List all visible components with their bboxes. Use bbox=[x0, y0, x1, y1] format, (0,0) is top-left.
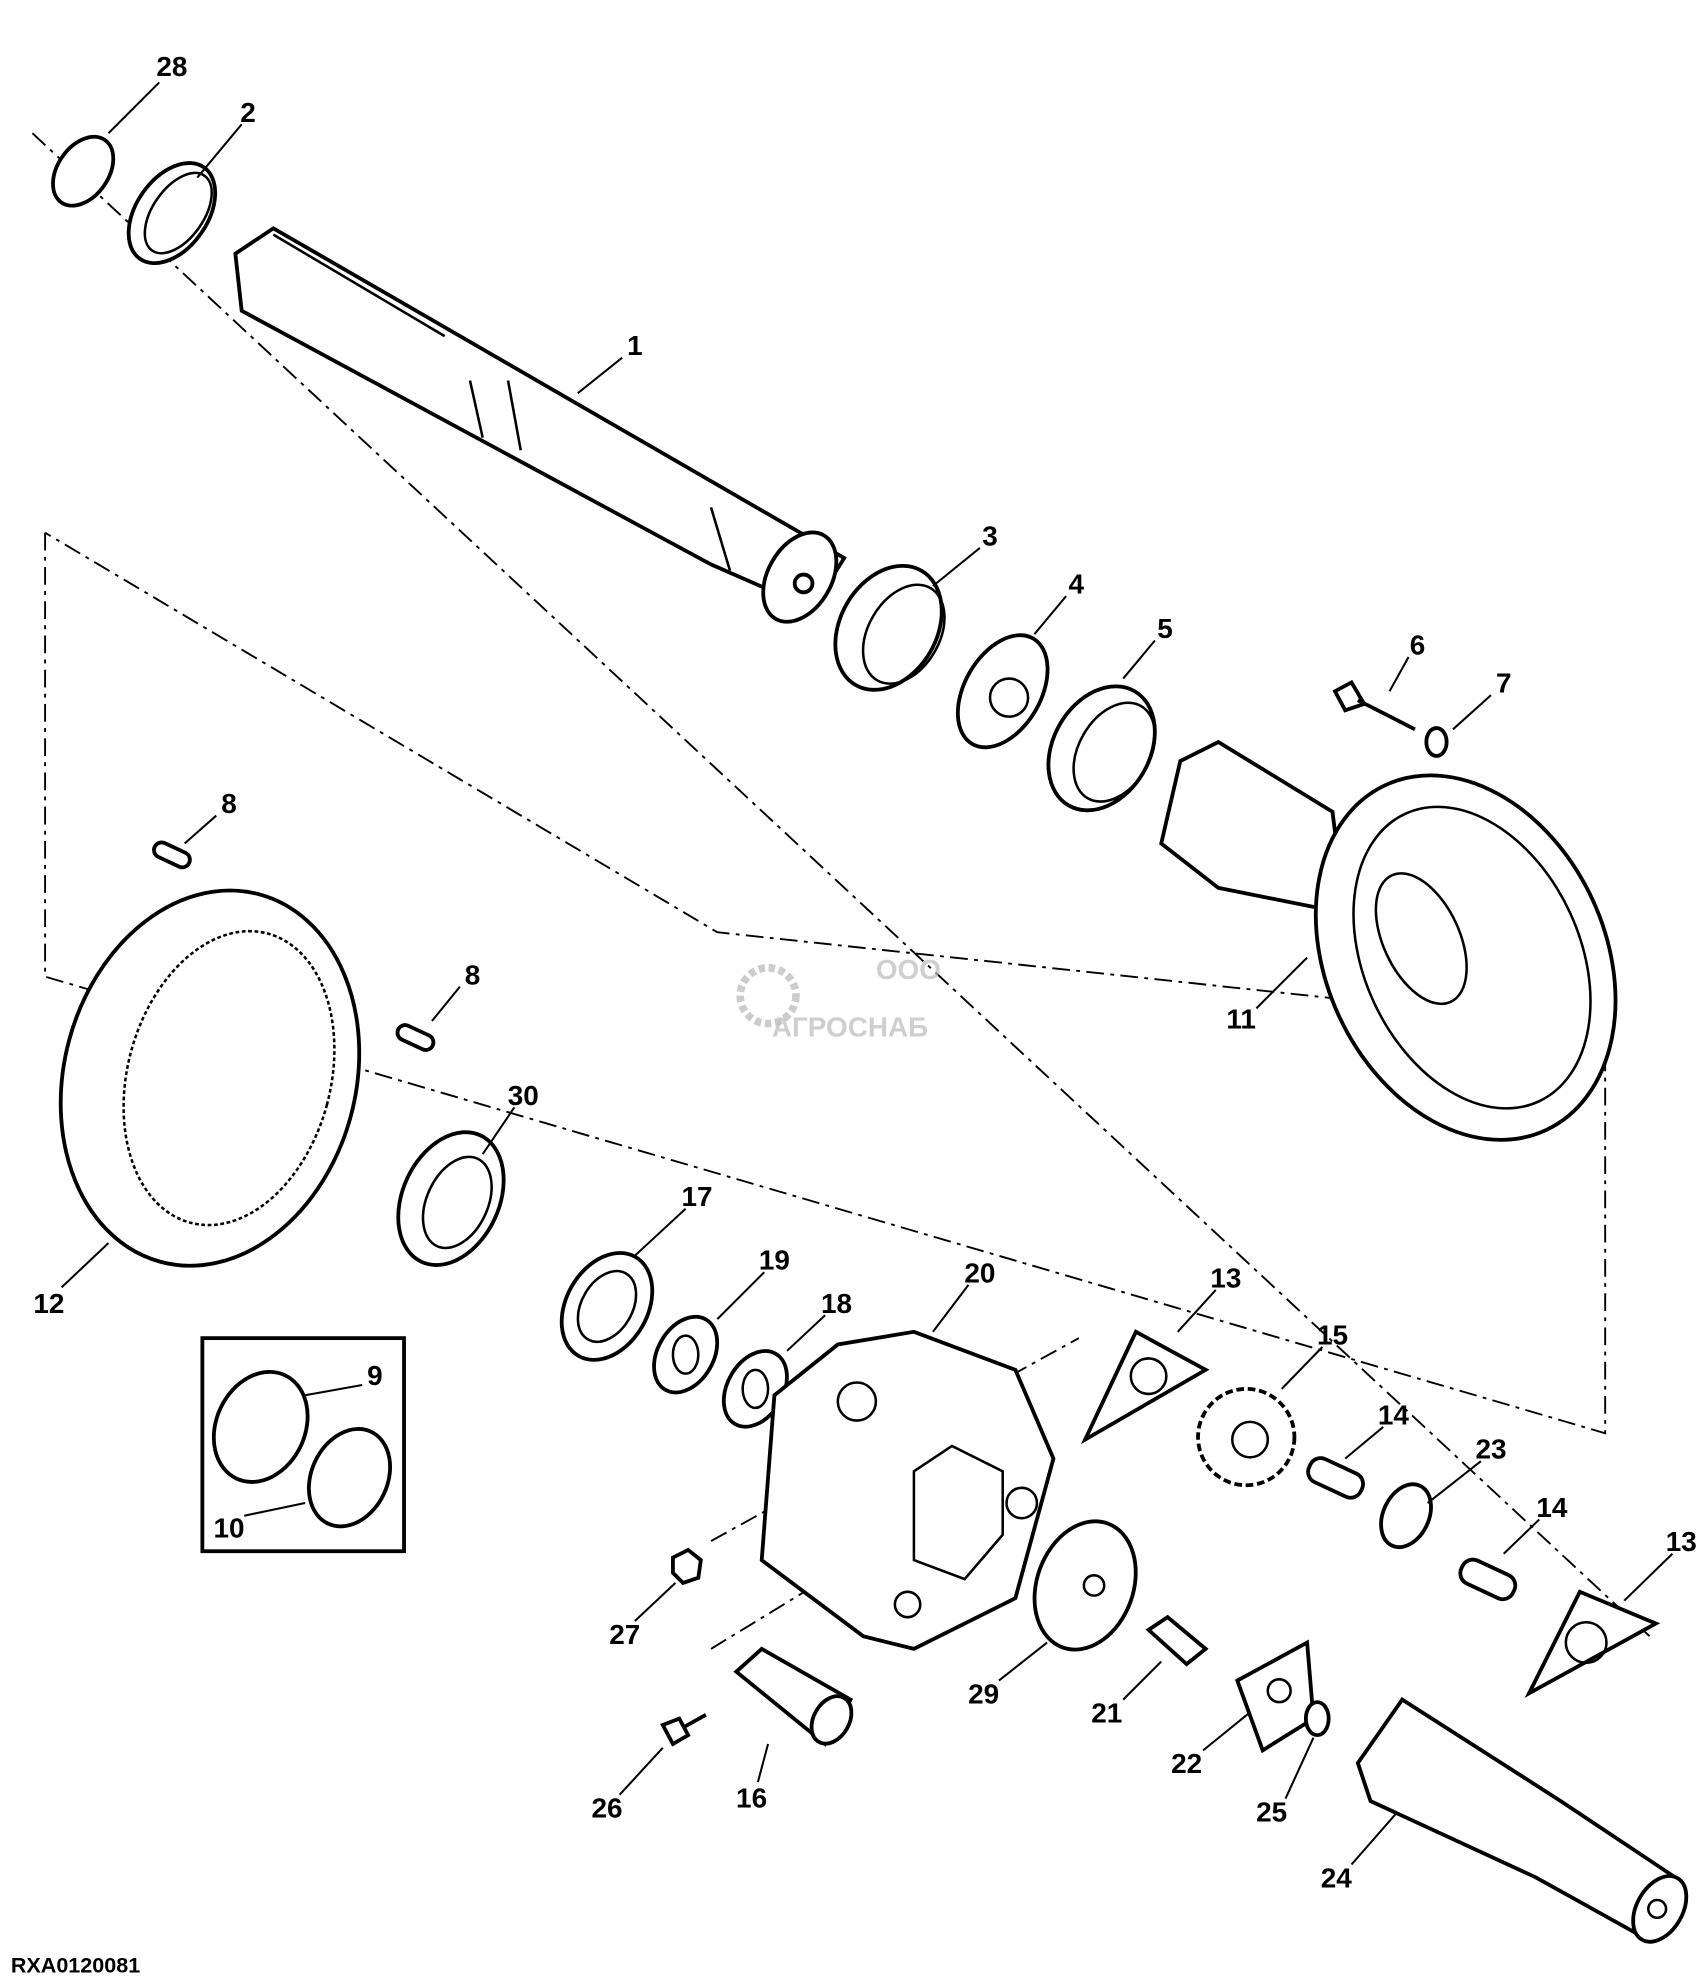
callout-23: 23 bbox=[1476, 1434, 1507, 1465]
callout-1: 1 bbox=[627, 330, 643, 361]
planet-shaft bbox=[1306, 1456, 1365, 1500]
retaining-ring bbox=[1303, 1700, 1331, 1738]
pin bbox=[152, 840, 192, 870]
callout-8b: 8 bbox=[465, 959, 481, 990]
planet-gear bbox=[1196, 1386, 1297, 1488]
nut bbox=[671, 1547, 703, 1586]
washer-23 bbox=[1379, 1482, 1433, 1550]
callouts: 28 2 1 3 4 5 6 7 8 8 11 30 12 17 19 18 2… bbox=[33, 51, 1696, 1893]
planet-shaft-2 bbox=[1458, 1557, 1518, 1602]
axle-shaft bbox=[1355, 1697, 1689, 1944]
thrust-washer bbox=[559, 1251, 655, 1362]
callout-18: 18 bbox=[821, 1288, 852, 1319]
sleeve bbox=[733, 1646, 854, 1747]
callout-17: 17 bbox=[682, 1181, 713, 1212]
callout-9: 9 bbox=[367, 1360, 383, 1391]
leader-lines bbox=[60, 81, 1674, 1866]
washer-19 bbox=[652, 1314, 720, 1395]
callout-10: 10 bbox=[213, 1512, 244, 1543]
callout-4: 4 bbox=[1069, 569, 1085, 600]
watermark-logo: ООО АГРОСНАБ bbox=[736, 954, 941, 1042]
bearing-cone bbox=[955, 633, 1050, 750]
svg-text:ООО: ООО bbox=[876, 954, 941, 985]
cap-screw-26 bbox=[660, 1713, 707, 1747]
axle-housing bbox=[1159, 739, 1618, 1142]
callout-19: 19 bbox=[759, 1245, 790, 1276]
callout-30: 30 bbox=[508, 1080, 539, 1111]
callout-13: 13 bbox=[1210, 1262, 1241, 1293]
bearing-cup bbox=[833, 563, 944, 692]
bearing-kit-box bbox=[200, 1336, 406, 1554]
shaft bbox=[233, 226, 847, 624]
callout-27: 27 bbox=[609, 1619, 640, 1650]
figure-id: RXA0120081 bbox=[11, 1952, 140, 1977]
callout-20: 20 bbox=[964, 1257, 995, 1288]
callout-12: 12 bbox=[33, 1288, 64, 1319]
snap-ring bbox=[51, 134, 116, 208]
callout-15: 15 bbox=[1317, 1319, 1348, 1350]
callout-14: 14 bbox=[1378, 1399, 1410, 1430]
lock-plate bbox=[1235, 1639, 1316, 1754]
callout-5: 5 bbox=[1157, 613, 1173, 644]
callout-24: 24 bbox=[1321, 1862, 1353, 1893]
planet-carrier bbox=[759, 1329, 1056, 1651]
washer bbox=[1424, 726, 1449, 758]
callout-16: 16 bbox=[736, 1782, 767, 1813]
plate bbox=[1080, 1329, 1210, 1445]
callout-25: 25 bbox=[1256, 1796, 1287, 1827]
callout-8: 8 bbox=[221, 788, 237, 819]
svg-text:АГРОСНАБ: АГРОСНАБ bbox=[772, 1011, 928, 1042]
callout-7: 7 bbox=[1496, 668, 1512, 699]
callout-11: 11 bbox=[1226, 1004, 1255, 1035]
callout-14b: 14 bbox=[1536, 1492, 1568, 1523]
assembly-boundary bbox=[44, 531, 1607, 1435]
callout-28: 28 bbox=[156, 51, 187, 82]
main-centerline bbox=[31, 132, 1651, 1637]
callout-22: 22 bbox=[1171, 1748, 1202, 1779]
ring-gear bbox=[58, 888, 362, 1268]
cap-screw bbox=[1332, 679, 1416, 732]
callout-21: 21 bbox=[1091, 1697, 1122, 1728]
callout-3: 3 bbox=[982, 520, 998, 551]
ring bbox=[126, 161, 218, 266]
seal bbox=[396, 1130, 506, 1267]
callout-13b: 13 bbox=[1666, 1526, 1697, 1557]
plate-2 bbox=[1524, 1589, 1661, 1698]
drive-screw bbox=[1145, 1614, 1209, 1667]
callout-29: 29 bbox=[968, 1678, 999, 1709]
callout-2: 2 bbox=[240, 97, 256, 128]
pin-2 bbox=[395, 1023, 436, 1052]
callout-6: 6 bbox=[1410, 629, 1426, 660]
callout-26: 26 bbox=[591, 1793, 622, 1824]
